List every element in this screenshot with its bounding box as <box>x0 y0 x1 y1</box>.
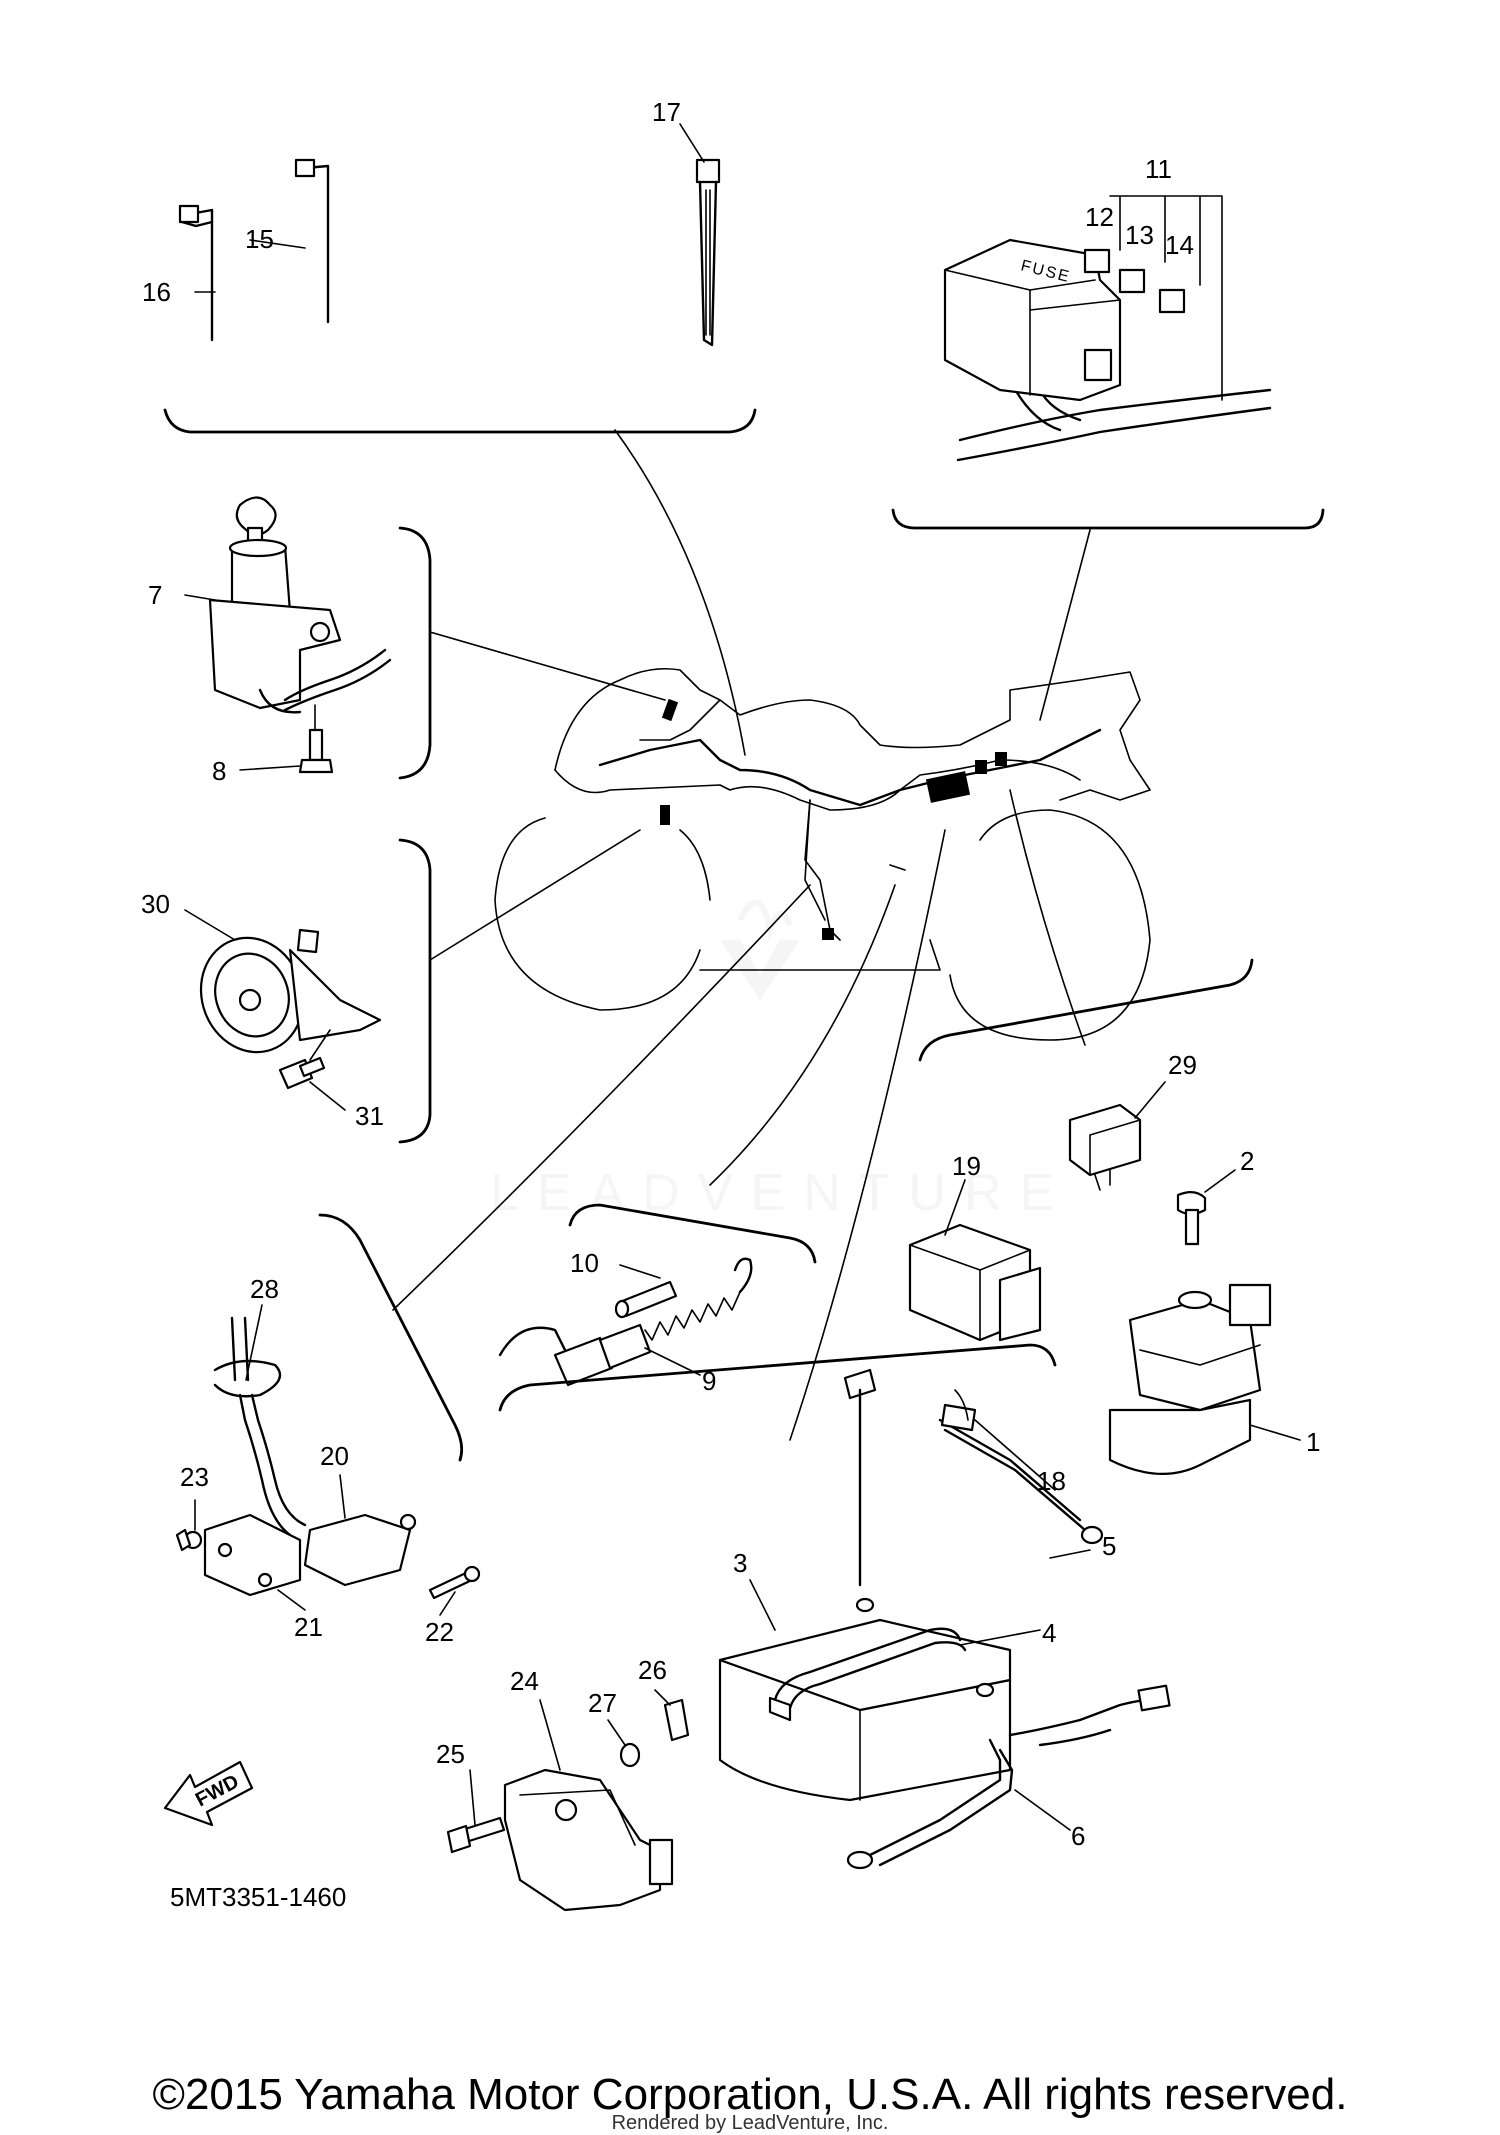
part-number-4: 4 <box>1042 1618 1056 1648</box>
sidestand-switch-group <box>498 1203 817 1387</box>
part-number-15: 15 <box>245 224 274 254</box>
battery-group <box>446 1343 1171 1912</box>
part-number-2: 2 <box>1240 1146 1254 1176</box>
group-bracket-relays <box>918 958 1254 1062</box>
part-number-27: 27 <box>588 1688 617 1718</box>
group-bracket-battery <box>498 1343 1057 1412</box>
fwd-arrow: FWD <box>163 1760 254 1827</box>
part-number-17: 17 <box>652 97 681 127</box>
part-number-7: 7 <box>148 580 162 610</box>
part-number-labels: 1 2 3 4 5 6 7 8 9 10 11 12 13 14 15 16 1… <box>141 97 1320 1851</box>
horn-group <box>199 838 432 1144</box>
part-number-3: 3 <box>733 1548 747 1578</box>
motorcycle-outline <box>392 429 1151 1441</box>
copyright-notice: ©2015 Yamaha Motor Corporation, U.S.A. A… <box>152 2070 1348 2119</box>
part-number-8: 8 <box>212 756 226 786</box>
part-number-24: 24 <box>510 1666 539 1696</box>
leader-lines <box>184 123 1301 1831</box>
group-bracket-horn <box>398 838 432 1144</box>
part-number-25: 25 <box>436 1739 465 1769</box>
group-bracket-top-left <box>163 408 757 434</box>
part-number-28: 28 <box>250 1274 279 1304</box>
part-number-23: 23 <box>180 1462 209 1492</box>
part-number-5: 5 <box>1102 1531 1116 1561</box>
part-number-10: 10 <box>570 1248 599 1278</box>
part-number-29: 29 <box>1168 1050 1197 1080</box>
relay-group <box>908 958 1272 1475</box>
part-number-31: 31 <box>355 1101 384 1131</box>
render-credit: Rendered by LeadVenture, Inc. <box>611 2112 889 2134</box>
part-number-13: 13 <box>1125 220 1154 250</box>
part-number-16: 16 <box>142 277 171 307</box>
part-number-19: 19 <box>952 1151 981 1181</box>
part-number-22: 22 <box>425 1617 454 1647</box>
part-number-11: 11 <box>1145 154 1172 184</box>
part-number-6: 6 <box>1071 1821 1085 1851</box>
part-number-20: 20 <box>320 1441 349 1471</box>
watermark: LEADVENTURE <box>490 899 1054 1222</box>
sensor-group <box>175 1213 481 1600</box>
fwd-arrow-icon <box>163 1760 254 1827</box>
fuse-box-group: FUSE <box>891 195 1325 530</box>
group-bracket-sensor <box>318 1213 464 1462</box>
part-number-21: 21 <box>294 1612 323 1642</box>
part-number-12: 12 <box>1085 202 1114 232</box>
group-bracket-sidestand <box>568 1203 817 1264</box>
part-number-18: 18 <box>1037 1466 1066 1496</box>
group-bracket-top-right <box>891 508 1325 530</box>
main-switch-group <box>208 496 432 780</box>
group-bracket-main-switch <box>398 526 432 780</box>
cable-ties-group <box>163 158 757 434</box>
part-number-30: 30 <box>141 889 170 919</box>
part-number-9: 9 <box>702 1366 716 1396</box>
drawing-code: 5MT3351-1460 <box>170 1882 346 1912</box>
part-number-26: 26 <box>638 1655 667 1685</box>
part-number-1: 1 <box>1306 1427 1320 1457</box>
part-number-14: 14 <box>1165 230 1194 260</box>
